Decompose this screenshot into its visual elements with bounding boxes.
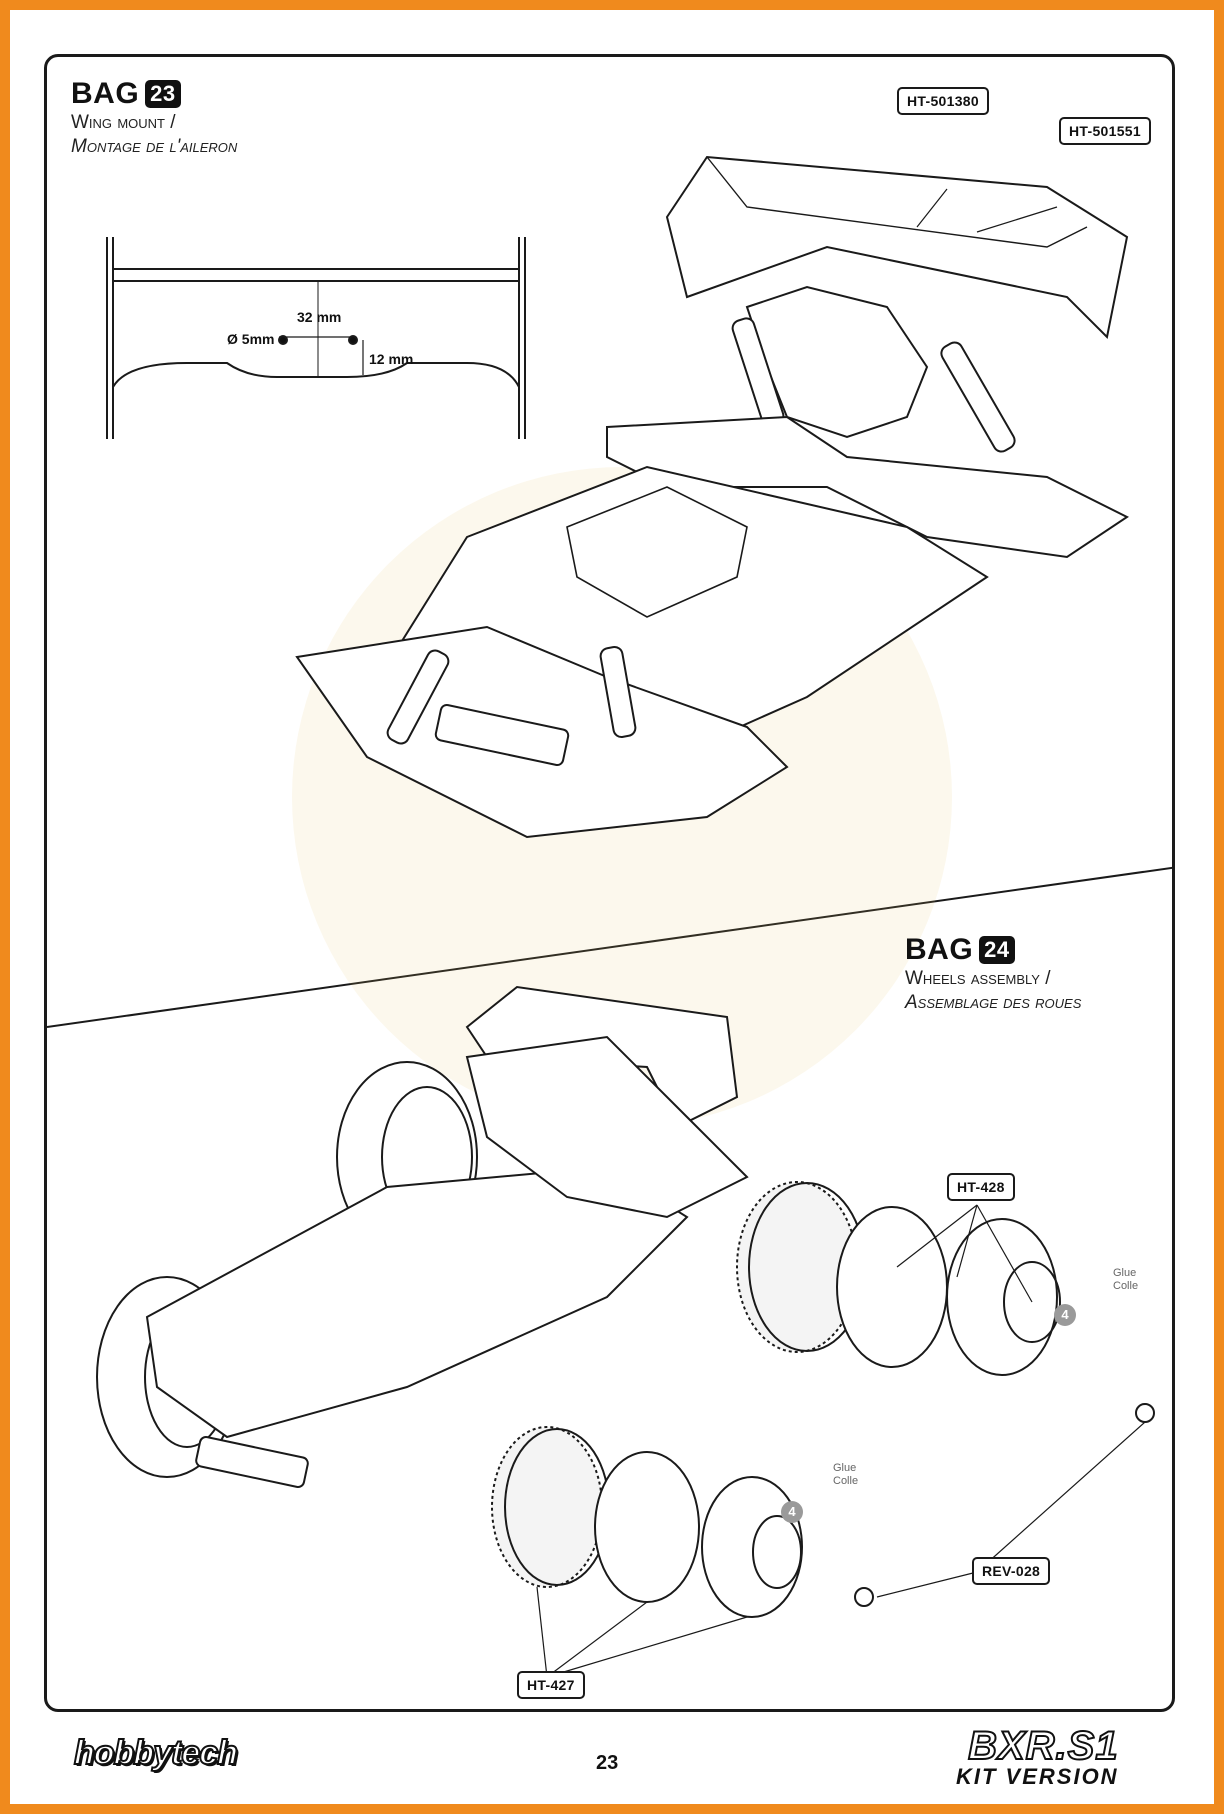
dimension-hole-spacing: 32 mm xyxy=(297,309,342,325)
dimension-hole-height: 12 mm xyxy=(369,351,414,367)
bag24-header: BAG 24 Wheels assembly / Assemblage des … xyxy=(905,933,1081,1015)
glue-note-front: Glue Colle xyxy=(833,1462,858,1488)
hobbytech-logo: hobbytech xyxy=(73,1733,239,1773)
dimension-hole-diameter: Ø 5mm xyxy=(227,331,275,347)
bag24-title-en: Wheels assembly / xyxy=(905,968,1051,989)
model-name: BXR.S1 xyxy=(967,1724,1119,1768)
page-number: 23 xyxy=(596,1752,619,1774)
callout-ht-428: HT-428 xyxy=(947,1173,1015,1201)
bag24-label: BAG xyxy=(905,933,974,966)
instruction-panel: BAG 23 Wing mount / Montage de l'aileron… xyxy=(44,54,1175,1712)
bag23-header: BAG 23 Wing mount / Montage de l'aileron xyxy=(71,77,237,159)
car-wheel-view xyxy=(96,188,1155,1678)
glue-step-badge-rear: 4 xyxy=(1054,1304,1076,1326)
bag23-title: BAG 23 xyxy=(71,77,237,111)
bag24-title-fr: Assemblage des roues xyxy=(905,992,1082,1013)
glue-label-fr: Colle xyxy=(833,1475,859,1487)
bag23-label: BAG xyxy=(71,77,140,110)
step-divider xyxy=(47,866,1172,1028)
bag23-title-fr: Montage de l'aileron xyxy=(71,136,238,157)
kit-version-label: KIT VERSION xyxy=(956,1764,1119,1789)
glue-label-en: Glue xyxy=(1113,1267,1137,1279)
bag23-number-badge: 23 xyxy=(145,80,181,108)
glue-step-badge-front: 4 xyxy=(781,1501,803,1523)
bag23-title-en: Wing mount / xyxy=(71,112,176,133)
assembly-illustration xyxy=(47,155,1172,1678)
car-top-view xyxy=(295,155,1129,839)
callout-ht-501551: HT-501551 xyxy=(1059,117,1151,145)
model-logo: BXR.S1 KIT VERSION xyxy=(956,1724,1119,1789)
callout-rev-028: REV-028 xyxy=(972,1557,1051,1585)
wing-dimension-drawing xyxy=(106,237,526,439)
glue-label-fr: Colle xyxy=(1113,1280,1139,1292)
bag24-number-badge: 24 xyxy=(979,936,1015,964)
glue-label-en: Glue xyxy=(833,1462,857,1474)
bag24-title: BAG 24 xyxy=(905,933,1081,967)
callout-ht-427: HT-427 xyxy=(517,1671,585,1699)
glue-note-rear: Glue Colle xyxy=(1113,1267,1138,1293)
callout-ht-501380: HT-501380 xyxy=(897,87,989,115)
